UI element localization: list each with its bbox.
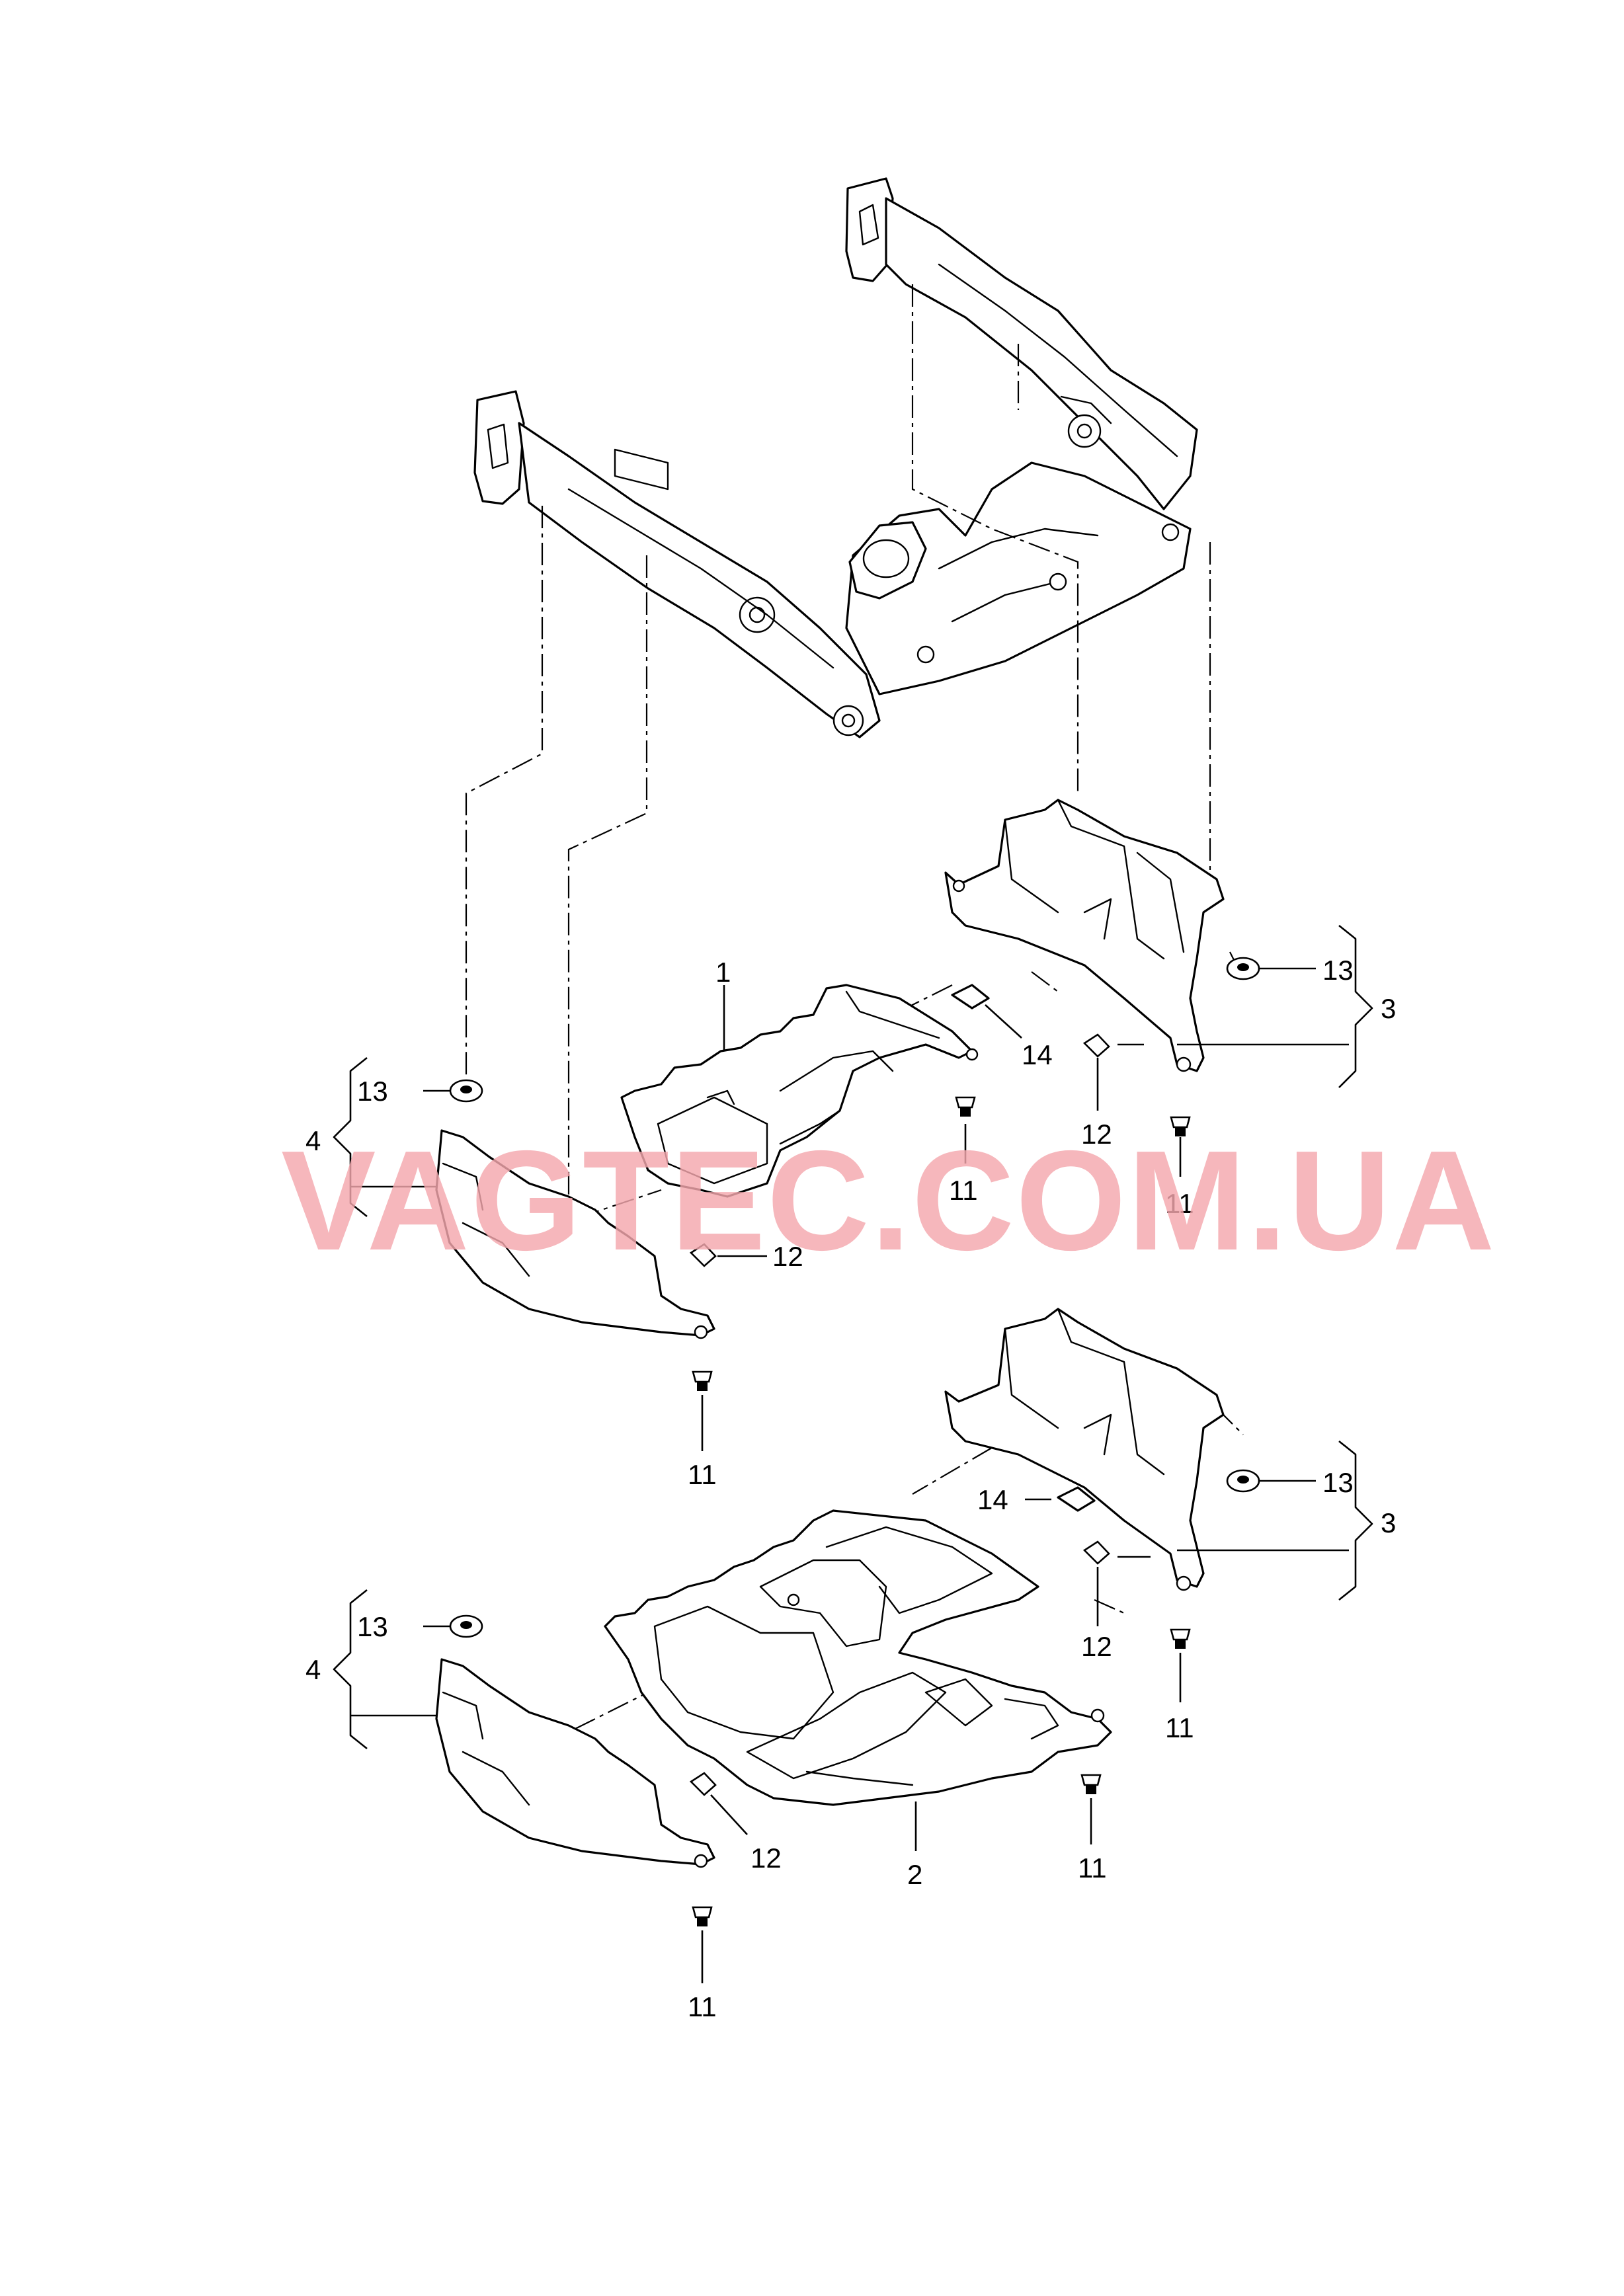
clip-12-c	[689, 1772, 717, 1796]
callout-labels: 1 13 4 13 3 14 12 11 11 12 11 14 13 3 12…	[305, 955, 1396, 2022]
callout-12-lower-right: 12	[1081, 1631, 1112, 1662]
callout-11-upper-left: 11	[688, 1459, 717, 1490]
callout-13-lower-left: 13	[357, 1611, 388, 1642]
clip-12-d	[1082, 1540, 1110, 1565]
part-14-upper	[951, 984, 990, 1009]
part-1	[620, 984, 979, 1198]
callout-3-upper: 3	[1381, 993, 1396, 1024]
part-3-lower	[944, 1308, 1225, 1591]
clip-12-a	[689, 1243, 717, 1267]
watermark: VAGTEC.COM.UA	[281, 1121, 1496, 1280]
callout-4-upper: 4	[305, 1125, 321, 1156]
leader-lines	[350, 967, 1349, 1983]
bolt-11-c	[692, 1370, 713, 1391]
part-4-upper	[435, 1129, 715, 1339]
callout-12-lower-left: 12	[751, 1842, 782, 1874]
clip-12-b	[1082, 1033, 1110, 1058]
nut-13-a	[449, 1079, 483, 1103]
alignment-lines	[465, 284, 1244, 1746]
callout-13-upper-left: 13	[357, 1076, 388, 1107]
callout-12-upper-left: 12	[772, 1241, 803, 1272]
callout-1: 1	[715, 957, 731, 988]
callout-11-upper-right: 11	[1165, 1188, 1194, 1219]
callout-12-upper-right: 12	[1081, 1119, 1112, 1150]
brace-3-lower	[1338, 1440, 1373, 1601]
part-3-upper	[944, 799, 1225, 1072]
bolt-11-e	[1080, 1774, 1102, 1794]
callout-4-lower: 4	[305, 1654, 321, 1685]
brace-4-lower	[333, 1589, 368, 1750]
group-braces	[333, 924, 1373, 1750]
nut-13-d	[1226, 1469, 1260, 1493]
part-4-lower	[435, 1658, 715, 1868]
callout-13-upper-right: 13	[1322, 955, 1354, 986]
bolt-11-d	[1170, 1628, 1191, 1649]
callout-11-upper-center: 11	[949, 1175, 978, 1206]
bolt-11-f	[692, 1906, 713, 1926]
bolt-11-b	[1170, 1116, 1191, 1136]
nut-13-b	[1226, 957, 1260, 980]
part-14-lower	[1057, 1486, 1096, 1512]
fasteners	[449, 957, 1260, 1926]
callout-14-lower: 14	[977, 1484, 1008, 1515]
callout-11-lower-right: 11	[1165, 1712, 1194, 1743]
nut-13-c	[449, 1614, 483, 1638]
part-2	[604, 1509, 1112, 1806]
callout-11-lower-center: 11	[1078, 1852, 1107, 1883]
callout-2: 2	[907, 1859, 922, 1890]
callout-3-lower: 3	[1381, 1507, 1396, 1538]
brace-3-upper	[1338, 924, 1373, 1088]
front-subframe	[473, 177, 1198, 738]
bolt-11-a	[955, 1096, 976, 1117]
brace-4-upper	[333, 1056, 368, 1218]
callout-13-lower-right: 13	[1322, 1467, 1354, 1498]
callout-11-lower-left: 11	[688, 1991, 717, 2022]
callout-14-upper: 14	[1022, 1039, 1053, 1070]
